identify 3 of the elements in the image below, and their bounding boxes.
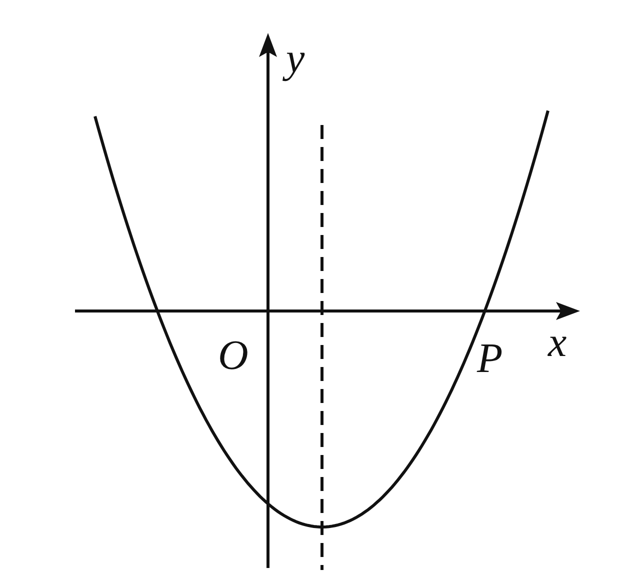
origin-label: O [218,335,248,377]
axis-label: x [548,322,567,364]
point-label: P [477,338,503,380]
